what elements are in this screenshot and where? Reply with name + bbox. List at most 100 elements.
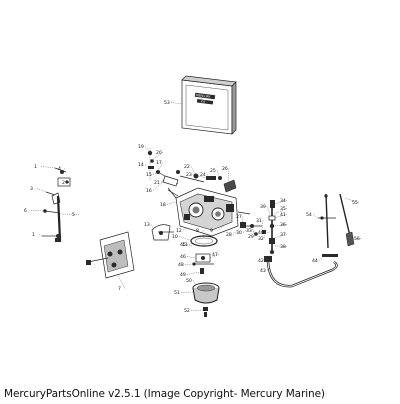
callout-leader-32	[263, 231, 266, 239]
callout-number-39: 39	[260, 204, 266, 210]
callout-leader-50	[192, 280, 197, 287]
callout-number-35: 35	[280, 206, 286, 212]
callout-leader-42	[264, 257, 269, 261]
callout-leader-13	[150, 224, 155, 231]
throttle-lever	[151, 224, 174, 241]
callout-leader-44	[318, 257, 323, 261]
callout-number-17: 17	[156, 160, 162, 166]
callout-leader-54	[312, 214, 319, 219]
callout-number-55: 55	[352, 200, 358, 206]
bowl-drain-screw	[203, 307, 208, 317]
kit-box-label: KIT	[201, 99, 206, 104]
callout-number-15: 15	[146, 172, 152, 178]
callout-leader-55	[343, 197, 360, 203]
callout-number-14: 14	[138, 162, 144, 168]
callout-number-28: 28	[226, 232, 232, 238]
callout-leader-11	[188, 241, 193, 245]
callout-number-19: 19	[138, 144, 144, 150]
float-needle-assembly	[192, 253, 214, 274]
callout-number-11: 11	[182, 242, 188, 248]
callout-leader-21	[160, 177, 166, 183]
callout-number-46: 46	[180, 254, 186, 260]
callout-number-8: 8	[196, 228, 199, 234]
fuel-inlet-fittings	[240, 200, 276, 254]
callout-leader-7	[117, 275, 126, 289]
callout-leader-3	[36, 188, 47, 193]
float-bowl	[192, 282, 220, 304]
callout-number-43: 43	[260, 268, 266, 274]
callout-number-16: 16	[146, 188, 152, 194]
callout-leader-23	[192, 174, 207, 179]
callout-number-36: 36	[280, 222, 286, 228]
callout-number-42: 42	[258, 258, 264, 264]
callout-number-37: 37	[280, 232, 286, 238]
callout-number-9: 9	[210, 228, 213, 234]
callout-leader-1a	[40, 166, 56, 169]
callout-number-29: 29	[248, 234, 254, 240]
callout-number-54: 54	[306, 212, 312, 218]
callout-leader-30	[242, 227, 251, 233]
callout-leader-15	[152, 171, 159, 175]
callout-number-45: 45	[180, 242, 186, 248]
callout-number-1b: 1	[32, 232, 35, 238]
callout-leader-12	[182, 227, 187, 231]
callout-leader-49	[186, 271, 201, 275]
callout-leader-37	[273, 234, 288, 239]
callout-number-30: 30	[236, 230, 242, 236]
callout-number-22: 22	[184, 164, 190, 170]
callout-leader-39	[266, 206, 271, 215]
callout-leader-17	[157, 162, 164, 171]
callout-leader-35	[273, 208, 288, 215]
callout-leader-10	[178, 236, 191, 241]
callout-number-50: 50	[186, 278, 192, 284]
callout-number-1a: 1	[34, 164, 37, 170]
copyright-caption: MercuryPartsOnline v2.5.1 (Image Copyrig…	[4, 388, 325, 400]
callout-number-49: 49	[180, 272, 186, 278]
callout-number-31: 31	[256, 218, 262, 224]
throttle-linkage-rod-assembly	[42, 167, 71, 242]
callout-number-3: 3	[30, 186, 33, 192]
callout-number-26: 26	[222, 166, 228, 172]
callout-number-51: 51	[174, 290, 180, 296]
flame-arrestor-cover	[86, 231, 135, 279]
callout-leader-24	[206, 174, 211, 179]
callout-number-5: 5	[72, 212, 75, 218]
callout-number-2: 2	[62, 180, 65, 186]
callout-leader-16	[152, 179, 166, 191]
callout-number-33: 33	[246, 228, 252, 234]
callout-number-52: 52	[184, 308, 190, 314]
callout-number-6: 6	[24, 208, 27, 214]
callout-number-27: 27	[236, 214, 242, 220]
callout-leader-43	[266, 267, 271, 271]
callout-number-20: 20	[156, 150, 162, 156]
callout-number-4: 4	[58, 166, 61, 172]
remote-linkage-rods	[318, 193, 355, 257]
kit-box-brand: MERCURY	[196, 93, 211, 99]
callout-number-41: 41	[280, 212, 286, 218]
callout-leader-22	[190, 166, 197, 177]
fuel-hose	[264, 256, 338, 288]
callout-number-48: 48	[178, 262, 184, 268]
choke-shaft-hardware	[147, 148, 237, 197]
callout-leader-26	[227, 168, 230, 183]
callout-leader-6	[30, 210, 45, 212]
callout-number-7: 7	[118, 286, 121, 292]
callout-number-44: 44	[312, 258, 318, 264]
callout-leader-25	[216, 170, 221, 179]
callout-leader-9	[216, 225, 225, 231]
callout-number-53: 53	[164, 100, 170, 106]
callout-number-18: 18	[160, 202, 166, 208]
callout-leader-20	[151, 152, 164, 161]
callout-number-13: 13	[144, 222, 150, 228]
callout-leader-41	[273, 214, 288, 219]
callout-number-32: 32	[258, 236, 264, 242]
callout-number-10: 10	[172, 234, 178, 240]
callout-leader-47	[209, 254, 220, 259]
exploded-parts-diagram: MERCURY KIT	[24, 75, 362, 317]
callout-leader-53	[170, 102, 183, 105]
callout-number-21: 21	[154, 180, 160, 186]
callout-leader-29	[251, 227, 256, 237]
callout-leader-18	[166, 201, 177, 205]
